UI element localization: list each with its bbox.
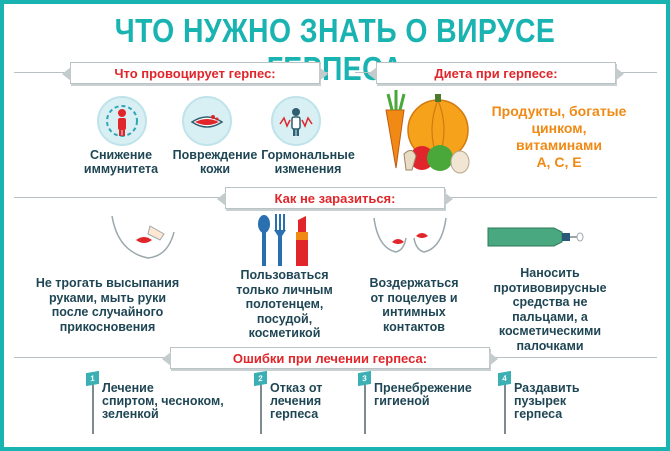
face-touch-icon bbox=[111, 215, 175, 259]
trigger-label-hormones: Гормональные изменения bbox=[252, 148, 364, 176]
prevention-line: контактов bbox=[383, 319, 445, 334]
mistake-line: пузырек bbox=[514, 394, 567, 408]
mistake-text: Пренебрежение гигиеной bbox=[374, 382, 472, 408]
prevention-text-4: Наносить противовирусные средства не пал… bbox=[480, 266, 620, 353]
mistake-item-4: 4 Раздавить пузырек герпеса bbox=[498, 370, 604, 434]
prevention-line: Пользоваться bbox=[240, 268, 329, 282]
section-prevent-label: Как не заразиться: bbox=[274, 190, 396, 206]
prevention-line: полотенцем, bbox=[245, 297, 324, 311]
mistake-line: спиртом, чесноком, bbox=[102, 394, 224, 408]
prevention-line: средства не bbox=[512, 295, 588, 309]
mistake-line: гигиеной bbox=[374, 394, 430, 408]
mistake-line: герпеса bbox=[270, 407, 319, 421]
mistake-text: Отказ от лечения герпеса bbox=[270, 382, 322, 421]
prevention-line: палочками bbox=[516, 338, 584, 353]
diet-line: цинком, bbox=[531, 120, 587, 136]
prevention-line: после случайного bbox=[51, 305, 164, 319]
trigger-line: Гормональные bbox=[261, 148, 355, 162]
prevention-line: противовирусные bbox=[493, 280, 607, 295]
kiss-icon bbox=[373, 217, 447, 253]
diet-description: Продукты, богатые цинком, витаминами А, … bbox=[474, 103, 644, 171]
person-immunity-icon bbox=[97, 96, 147, 146]
mistake-number: 4 bbox=[498, 370, 511, 387]
trigger-label-skin: Повреждение кожи bbox=[160, 148, 270, 176]
mistake-number: 2 bbox=[254, 370, 267, 387]
prevention-line: только личным bbox=[236, 282, 333, 297]
diet-line: А, С, Е bbox=[536, 154, 582, 170]
damaged-lips-icon bbox=[182, 96, 232, 146]
mistake-line: Отказ от bbox=[270, 381, 323, 395]
mistake-item-3: 3 Пренебрежение гигиеной bbox=[358, 370, 484, 434]
section-mistakes-label: Ошибки при лечении герпеса: bbox=[232, 350, 428, 366]
prevention-line: посудой, bbox=[256, 311, 313, 326]
mistake-text: Раздавить пузырек герпеса bbox=[514, 382, 580, 421]
prevention-line: Не трогать высыпания bbox=[35, 276, 180, 290]
mistake-line: лечения bbox=[270, 394, 322, 408]
prevention-line: интимных bbox=[382, 305, 446, 319]
hormones-person-icon bbox=[271, 96, 321, 146]
trigger-label-immunity: Снижение иммунитета bbox=[66, 148, 176, 176]
mistake-number: 1 bbox=[86, 370, 99, 387]
prevention-line: Воздержаться bbox=[369, 276, 459, 290]
mistake-item-2: 2 Отказ от лечения герпеса bbox=[254, 370, 350, 434]
ointment-tube-icon bbox=[487, 227, 584, 247]
prevention-line: от поцелуев и bbox=[370, 290, 458, 305]
mistake-line: зеленкой bbox=[102, 407, 159, 421]
prevention-text-2: Пользоваться только личным полотенцем, п… bbox=[222, 268, 347, 341]
mistake-text: Лечение спиртом, чесноком, зеленкой bbox=[102, 382, 224, 421]
section-diet-header: Диета при герпесе: bbox=[368, 62, 624, 84]
diet-line: Продукты, богатые bbox=[491, 103, 627, 119]
mistake-line: Раздавить bbox=[514, 381, 580, 395]
section-provokes-label: Что провоцирует герпес: bbox=[114, 65, 276, 81]
trigger-line: иммунитета bbox=[83, 162, 159, 176]
prevention-line: Наносить bbox=[520, 266, 580, 280]
mistake-item-1: 1 Лечение спиртом, чесноком, зеленкой bbox=[86, 370, 242, 434]
prevention-text-1: Не трогать высыпания руками, мыть руки п… bbox=[30, 276, 185, 334]
trigger-line: кожи bbox=[199, 162, 231, 176]
prevention-line: руками, мыть руки bbox=[48, 290, 167, 305]
healthy-food-icon bbox=[385, 90, 470, 174]
mistake-line: герпеса bbox=[514, 407, 563, 421]
prevention-line: косметикой bbox=[248, 326, 321, 340]
mistake-line: Лечение bbox=[102, 381, 154, 395]
trigger-line: изменения bbox=[274, 162, 342, 176]
prevention-line: прикосновения bbox=[59, 319, 156, 334]
trigger-line: Снижение bbox=[89, 148, 153, 162]
prevention-line: пальцами, а bbox=[512, 309, 588, 324]
cutlery-lipstick-icon bbox=[258, 214, 308, 266]
section-prevent-header: Как не заразиться: bbox=[217, 187, 453, 209]
prevention-text-3: Воздержаться от поцелуев и интимных конт… bbox=[354, 276, 474, 334]
section-mistakes-header: Ошибки при лечении герпеса: bbox=[162, 347, 498, 369]
trigger-line: Повреждение bbox=[172, 148, 258, 162]
section-diet-label: Диета при герпесе: bbox=[434, 65, 558, 81]
diet-line: витаминами bbox=[515, 137, 603, 153]
mistake-number: 3 bbox=[358, 370, 371, 387]
section-provokes-header: Что провоцирует герпес: bbox=[62, 62, 328, 84]
prevention-line: косметическими bbox=[498, 324, 602, 338]
mistake-line: Пренебрежение bbox=[374, 381, 472, 395]
